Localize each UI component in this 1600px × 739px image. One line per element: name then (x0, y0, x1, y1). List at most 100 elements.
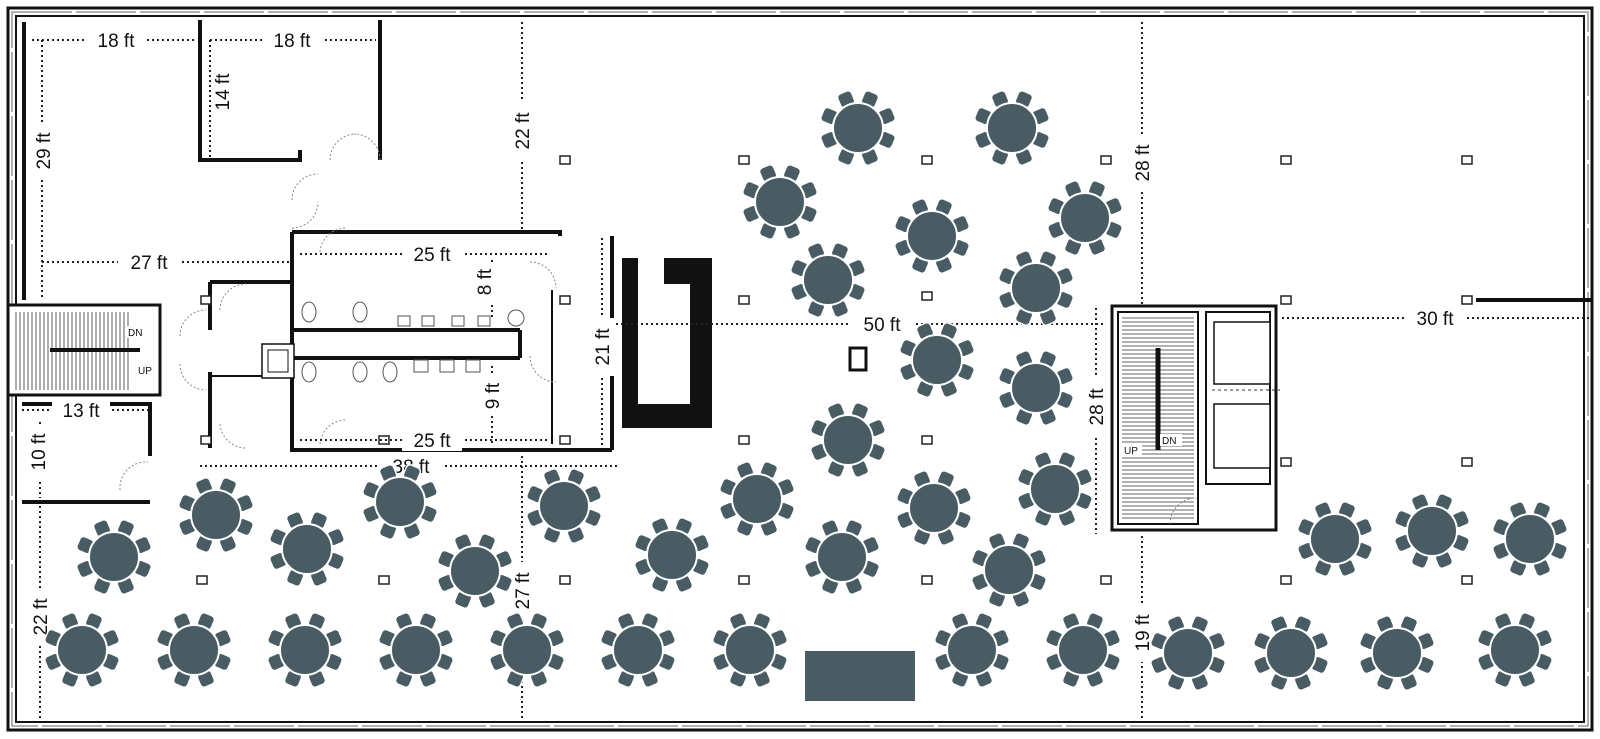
dimension-label: 8 ft (475, 268, 496, 295)
round-table (489, 612, 565, 688)
column (559, 155, 571, 165)
table-top (449, 545, 501, 597)
round-table (269, 511, 345, 587)
round-table (934, 612, 1010, 688)
table-top (612, 624, 664, 676)
round-table (1492, 501, 1568, 577)
column (921, 435, 933, 445)
column (1461, 457, 1473, 467)
round-table (1017, 451, 1093, 527)
dimension-label: 25 ft (414, 431, 452, 452)
column (200, 435, 212, 445)
dimension-label: 28 ft (1087, 388, 1108, 426)
column (1100, 575, 1112, 585)
table-top (986, 102, 1038, 154)
round-table (974, 90, 1050, 166)
column (1461, 575, 1473, 585)
round-table (378, 612, 454, 688)
sink-icon (397, 315, 411, 327)
elevator-car-2 (1213, 403, 1271, 469)
round-tables (44, 90, 1568, 691)
column (559, 295, 571, 305)
round-table (76, 519, 152, 595)
column (921, 291, 933, 301)
center-pillar (848, 346, 868, 372)
table-top (1029, 463, 1081, 515)
column (738, 295, 750, 305)
column (1100, 155, 1112, 165)
round-table (1150, 615, 1226, 691)
dimension-label: 9 ft (483, 382, 504, 409)
round-table (896, 470, 972, 546)
dimension-lines (22, 22, 1590, 718)
column (738, 435, 750, 445)
table-top (906, 210, 958, 262)
column (1280, 575, 1292, 585)
dimension-label: 28 ft (1133, 144, 1154, 182)
column (1461, 295, 1473, 305)
toilet-icon (301, 301, 317, 323)
elevator-lift-icon (261, 343, 295, 379)
dimension-label: 21 ft (593, 328, 614, 366)
table-top (501, 624, 553, 676)
table-top (754, 176, 806, 228)
table-top (374, 476, 426, 528)
table-top (816, 531, 868, 583)
stair-down-label: DN (128, 328, 142, 339)
table-top (1406, 505, 1458, 557)
dimension-label: 29 ft (34, 132, 55, 170)
column (1280, 457, 1292, 467)
dimension-label: 25 ft (414, 245, 452, 266)
dimension-label: 10 ft (29, 433, 50, 471)
dimension-label: 18 ft (274, 31, 312, 52)
table-top (1489, 624, 1541, 676)
left-stair-treads (15, 312, 140, 390)
table-top (724, 624, 776, 676)
right-stair-treads (1122, 317, 1194, 519)
round-table (44, 612, 120, 688)
column (559, 435, 571, 445)
column (1280, 295, 1292, 305)
column (1461, 155, 1473, 165)
table-top (983, 544, 1035, 596)
round-table (526, 468, 602, 544)
round-table (1253, 615, 1329, 691)
table-top (946, 624, 998, 676)
round-table (267, 612, 343, 688)
round-table (998, 350, 1074, 426)
round-table (804, 519, 880, 595)
round-table (894, 198, 970, 274)
table-top (822, 414, 874, 466)
sink-icon (421, 315, 435, 327)
table-top (908, 482, 960, 534)
round-table (1359, 615, 1435, 691)
round-table (600, 612, 676, 688)
round-table (437, 533, 513, 609)
column (378, 575, 390, 585)
table-top (168, 624, 220, 676)
column (200, 295, 212, 305)
table-top (390, 624, 442, 676)
toilet-icon (301, 361, 317, 383)
round-table (1394, 493, 1470, 569)
dimension-label: 22 ft (31, 598, 52, 636)
column (921, 575, 933, 585)
table-top (279, 624, 331, 676)
urinal-icon (465, 359, 481, 373)
exterior-wall (6, 6, 1594, 732)
stair-labels: DN UP UP DN (126, 326, 1182, 457)
table-top (911, 334, 963, 386)
urinal-icon (439, 359, 455, 373)
stair-up-label: UP (1124, 446, 1138, 457)
table-top (1010, 262, 1062, 314)
round-table (810, 402, 886, 478)
toilet-icon (352, 301, 368, 323)
dimension-label: 22 ft (513, 112, 534, 150)
door-swings (119, 133, 1197, 525)
round-table (178, 477, 254, 553)
round-table (971, 532, 1047, 608)
toilet-icon (352, 361, 368, 383)
round-table (998, 250, 1074, 326)
sink-icon (507, 309, 525, 327)
